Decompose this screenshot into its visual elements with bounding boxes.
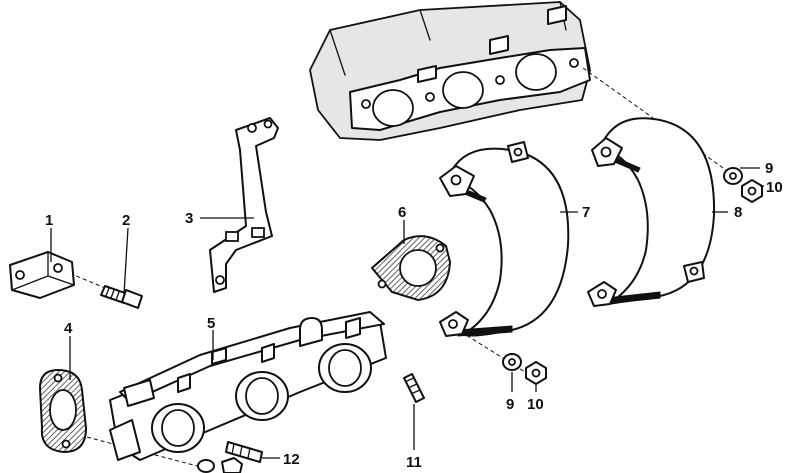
callout-8: 8 <box>734 204 742 221</box>
part-9-washer-upper <box>723 167 743 185</box>
part-12-stud <box>225 441 263 463</box>
callout-9-lower: 9 <box>506 396 514 413</box>
part-2-bolt <box>100 285 143 309</box>
leader-lines <box>50 167 764 459</box>
part-8-heat-shield <box>587 117 716 307</box>
part-10-nut-upper <box>741 179 763 203</box>
callout-10-lower: 10 <box>527 396 544 413</box>
callouts: 1 2 3 4 5 6 7 8 9 10 9 10 11 12 <box>45 160 783 471</box>
callout-7: 7 <box>582 204 590 221</box>
part-11-stud <box>403 373 425 403</box>
callout-3: 3 <box>185 210 193 227</box>
part-3-bracket <box>209 117 279 293</box>
callout-10-upper: 10 <box>766 179 783 196</box>
part-7-heat-shield <box>439 141 570 337</box>
callout-2: 2 <box>122 212 130 229</box>
part-5-exhaust-manifold <box>109 311 387 461</box>
callout-6: 6 <box>398 204 406 221</box>
callout-4: 4 <box>64 320 73 337</box>
part-6-gasket <box>370 235 452 302</box>
callout-5: 5 <box>207 315 215 332</box>
callout-12: 12 <box>283 451 300 468</box>
part-10-nut-lower <box>525 361 547 385</box>
bottom-washer-nut <box>197 457 243 473</box>
cylinder-head <box>309 1 591 141</box>
callout-11: 11 <box>406 454 422 471</box>
part-4-gasket <box>38 368 88 454</box>
part-1-bracket <box>9 251 75 299</box>
callout-9-upper: 9 <box>765 160 773 177</box>
callout-1: 1 <box>45 212 53 229</box>
part-9-washer-lower <box>502 353 522 371</box>
